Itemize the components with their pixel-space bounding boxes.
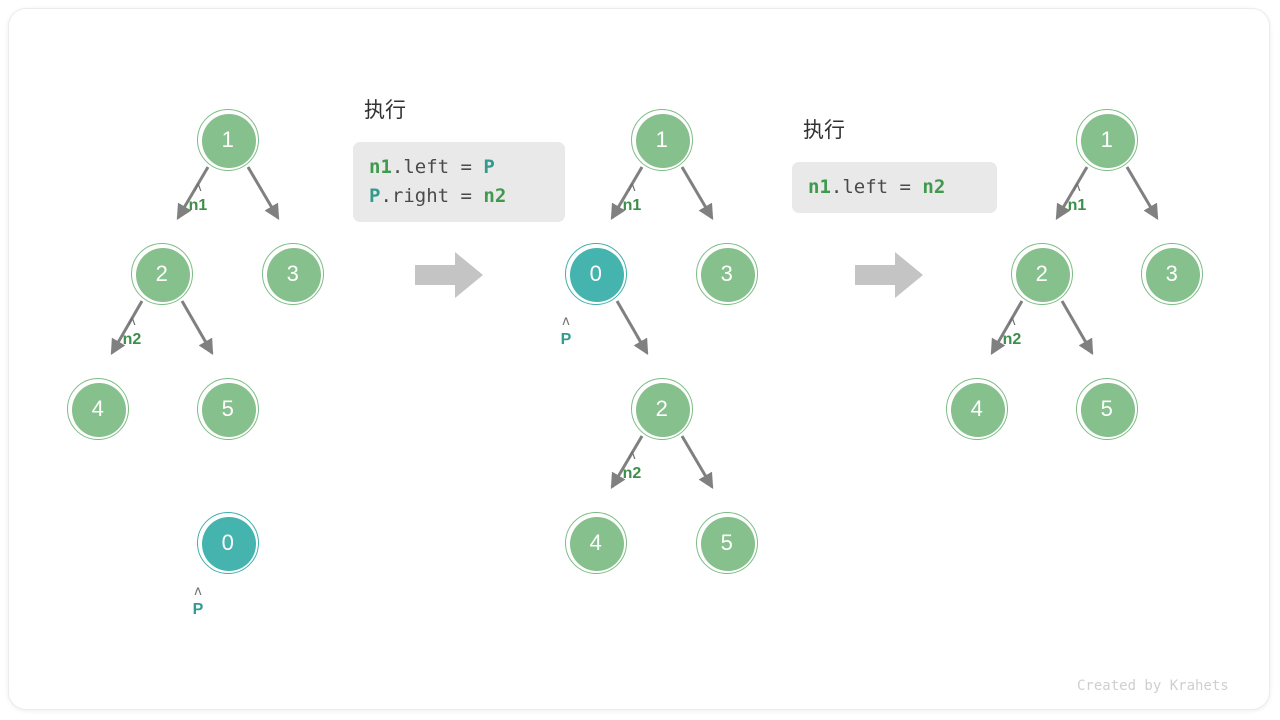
code-token: P [483,156,495,178]
caret-icon: ʌ [194,584,202,599]
tree-node[interactable]: 2 [131,243,193,305]
code-token: .left = [830,176,923,198]
pointer-label: ʌ P [536,314,596,348]
node-value: 4 [589,529,603,555]
caret-icon: ʌ [628,448,636,463]
caret-icon: ʌ [1073,180,1081,195]
tree-node-inserted[interactable]: 0 [565,243,627,305]
tree-node[interactable]: 2 [631,378,693,440]
caret-icon: ʌ [194,180,202,195]
tree-node[interactable]: 3 [696,243,758,305]
code-token: n2 [483,185,507,207]
node-disc [267,248,321,302]
pointer-label: ʌ n2 [982,314,1042,348]
tree-node[interactable]: 4 [565,512,627,574]
node-disc [1081,383,1135,437]
pointer-name: n1 [188,197,208,214]
code-token: P [369,185,381,207]
node-value: 0 [221,529,235,555]
node-value: 4 [970,395,984,421]
pointer-name: n2 [122,331,142,348]
caret-icon: ʌ [562,314,570,329]
code-line: n1.left = n2 [808,173,981,202]
node-disc [202,517,256,571]
node-value: 4 [91,395,105,421]
pointer-name: P [560,331,572,348]
tree-node[interactable]: 3 [1141,243,1203,305]
node-disc [701,517,755,571]
node-disc [636,114,690,168]
pointer-name: n2 [622,465,642,482]
pointer-name: n1 [622,197,642,214]
node-value: 3 [1165,260,1179,286]
tree-node[interactable]: 4 [946,378,1008,440]
code-token: n1 [369,156,392,178]
node-disc [636,383,690,437]
tree-node[interactable]: 3 [262,243,324,305]
pointer-label: ʌ P [168,584,228,618]
pointer-label: ʌ n1 [1047,180,1107,214]
pointer-label: ʌ n1 [602,180,662,214]
caret-icon: ʌ [1008,314,1016,329]
tree-node[interactable]: 1 [631,109,693,171]
node-value: 1 [221,126,235,152]
pointer-label: ʌ n2 [102,314,162,348]
step-arrow-1 [415,252,483,298]
tree-node[interactable]: 1 [197,109,259,171]
tree-node[interactable]: 5 [197,378,259,440]
pointer-label: ʌ n2 [602,448,662,482]
code-line: n1.left = P [369,153,549,182]
node-disc [570,517,624,571]
pointer-name: n2 [1002,331,1022,348]
caret-icon: ʌ [128,314,136,329]
tree-node[interactable]: 4 [67,378,129,440]
node-value: 5 [720,529,734,555]
pointer-name: n1 [1067,197,1087,214]
step3-code: n1.left = n2 [792,162,997,213]
caret-icon: ʌ [628,180,636,195]
step2-caption: 执行 [364,99,406,122]
pointer-label: ʌ n1 [168,180,228,214]
node-value: 2 [155,260,169,286]
tree-node-detached[interactable]: 0 [197,512,259,574]
code-token: n2 [922,176,946,198]
node-disc [701,248,755,302]
node-value: 5 [1100,395,1114,421]
node-disc [1146,248,1200,302]
code-line: P.right = n2 [369,182,549,211]
node-value: 3 [286,260,300,286]
node-disc [202,114,256,168]
pointer-name: P [192,601,204,618]
code-token: .right = [380,185,484,207]
node-value: 3 [720,260,734,286]
node-disc [1081,114,1135,168]
code-token: .left = [391,156,484,178]
node-disc [136,248,190,302]
step3-caption: 执行 [803,119,845,142]
tree-node[interactable]: 2 [1011,243,1073,305]
node-value: 2 [655,395,669,421]
node-value: 2 [1035,260,1049,286]
node-disc [1016,248,1070,302]
step-arrow-2 [855,252,923,298]
node-value: 0 [589,260,603,286]
node-disc [72,383,126,437]
node-value: 1 [1100,126,1114,152]
node-disc [570,248,624,302]
tree-node[interactable]: 1 [1076,109,1138,171]
watermark: Created by Krahets [1077,678,1229,694]
node-disc [202,383,256,437]
step2-code: n1.left = P P.right = n2 [353,142,565,222]
tree-node[interactable]: 5 [1076,378,1138,440]
code-token: n1 [808,176,831,198]
node-disc [951,383,1005,437]
tree-node[interactable]: 5 [696,512,758,574]
node-value: 5 [221,395,235,421]
node-value: 1 [655,126,669,152]
